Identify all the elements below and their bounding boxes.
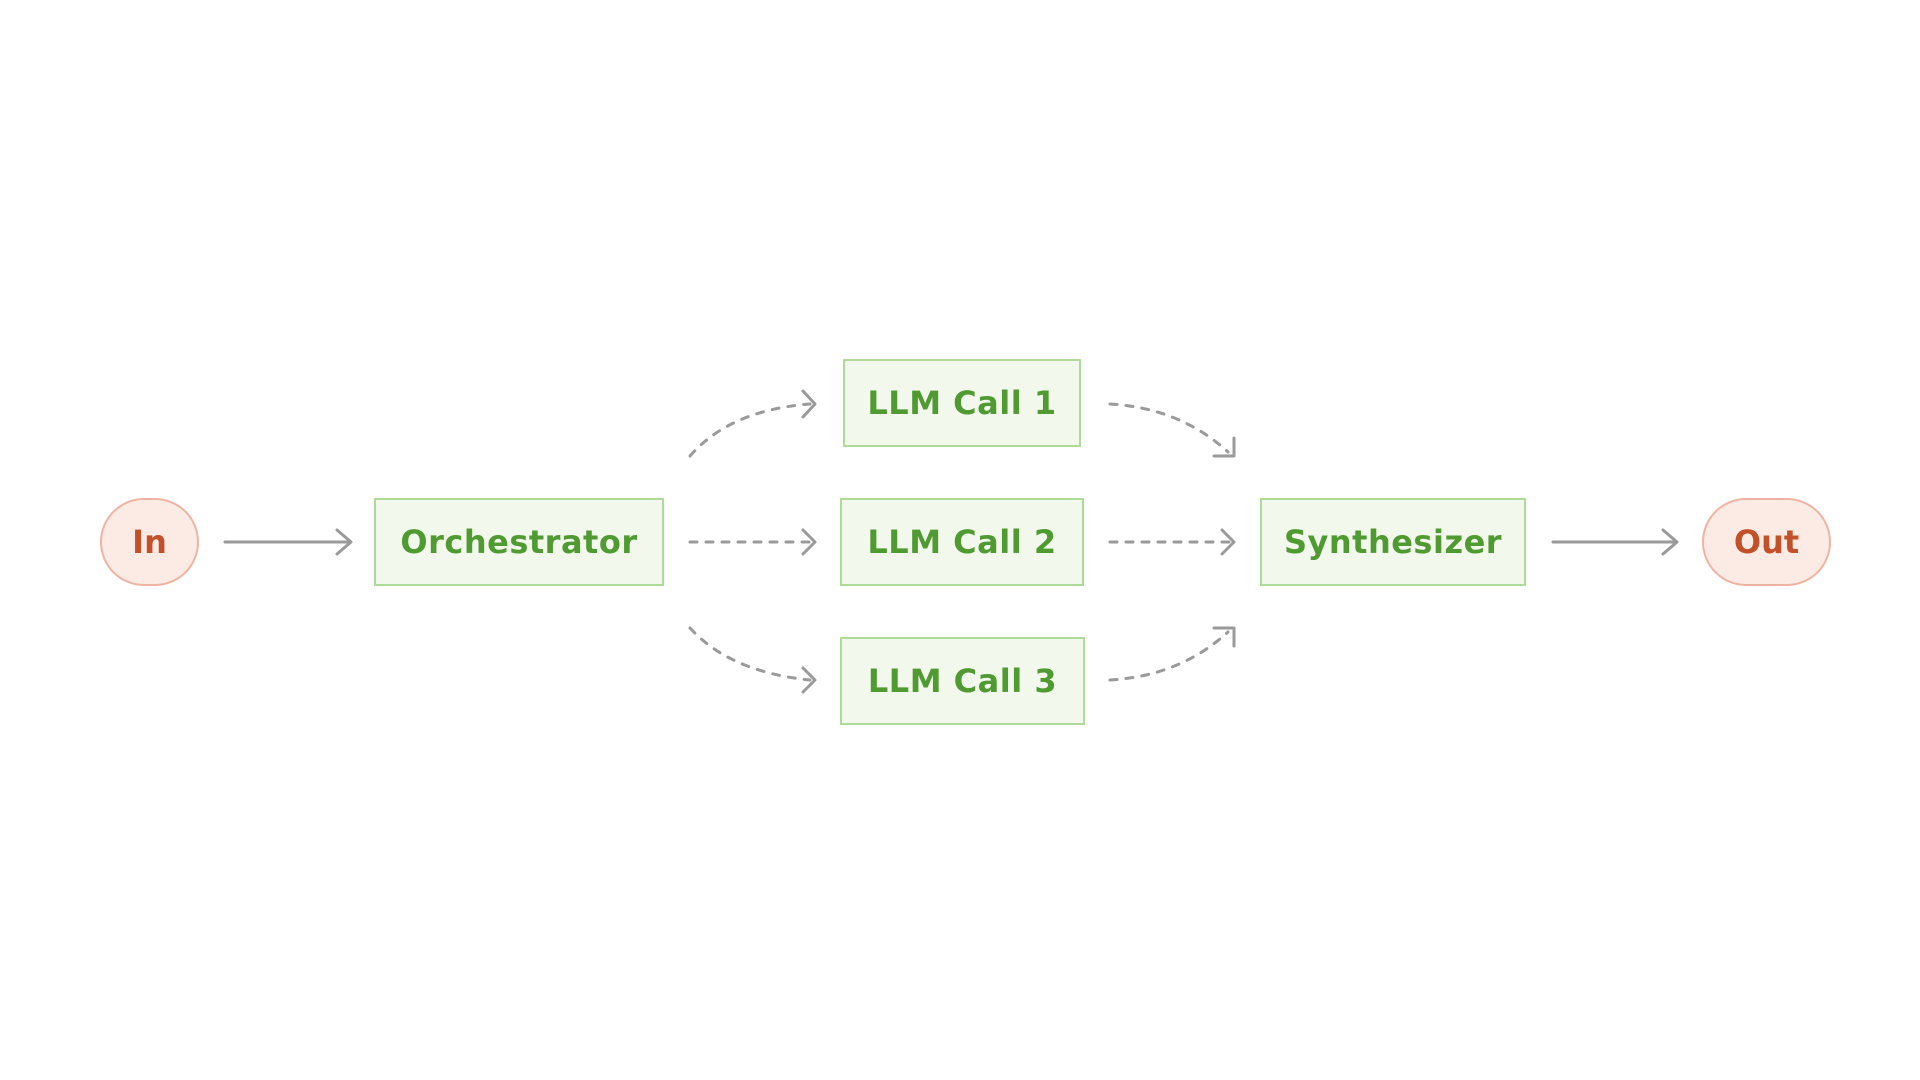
- output-node: Out: [1702, 498, 1831, 586]
- synthesizer-node-label: Synthesizer: [1283, 523, 1503, 561]
- arrow-synthesizer-to-out: [1551, 528, 1679, 556]
- input-node-label: In: [132, 523, 167, 561]
- arrow-orchestrator-to-llm-call-1: [688, 389, 817, 458]
- llm-call-2-node-label: LLM Call 2: [867, 523, 1057, 561]
- llm-call-1-node: LLM Call 1: [843, 359, 1081, 447]
- llm-call-2-node: LLM Call 2: [840, 498, 1084, 586]
- arrow-orchestrator-to-llm-call-2: [688, 528, 817, 556]
- arrow-llm-call-2-to-synthesizer: [1108, 528, 1236, 556]
- arrow-orchestrator-to-llm-call-3: [688, 626, 817, 694]
- llm-call-1-node-label: LLM Call 1: [867, 384, 1057, 422]
- input-node: In: [100, 498, 199, 586]
- arrow-llm-call-1-to-synthesizer: [1108, 402, 1236, 458]
- synthesizer-node: Synthesizer: [1260, 498, 1526, 586]
- output-node-label: Out: [1733, 523, 1800, 561]
- llm-call-3-node-label: LLM Call 3: [867, 662, 1058, 700]
- arrow-llm-call-3-to-synthesizer: [1108, 626, 1236, 682]
- arrow-in-to-orchestrator: [223, 528, 353, 556]
- orchestrator-node: Orchestrator: [374, 498, 664, 586]
- orchestrator-node-label: Orchestrator: [400, 523, 638, 561]
- llm-call-3-node: LLM Call 3: [840, 637, 1085, 725]
